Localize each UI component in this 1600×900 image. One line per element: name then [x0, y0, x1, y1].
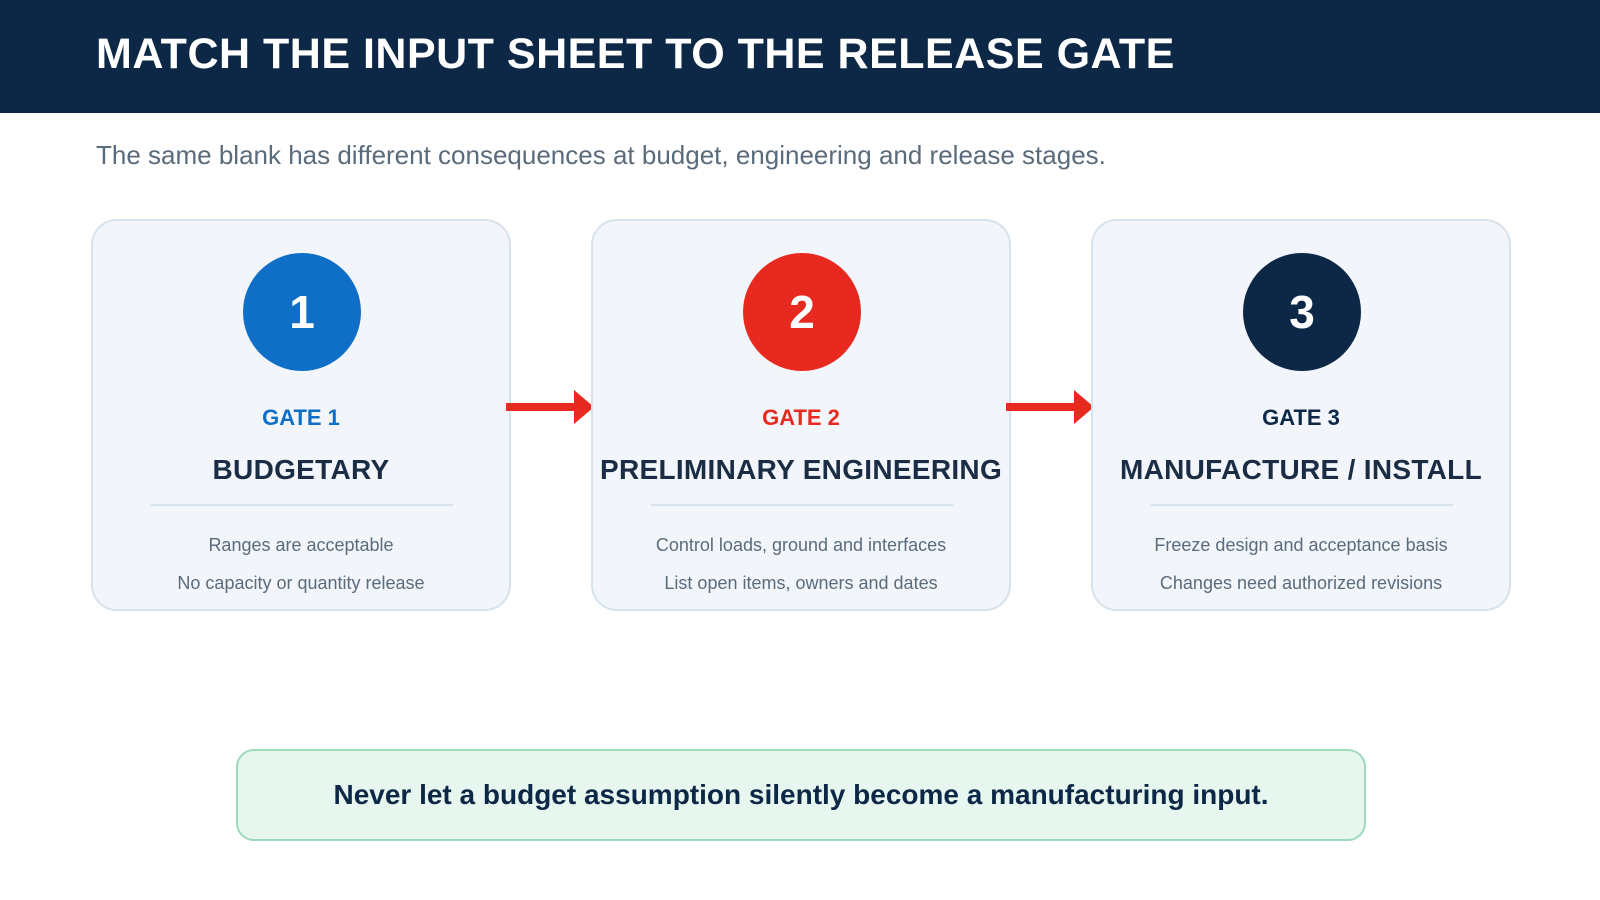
gate-card-2: 2 GATE 2 PRELIMINARY ENGINEERING Control… [591, 219, 1011, 611]
key-message-callout: Never let a budget assumption silently b… [236, 749, 1366, 841]
gate-detail: Changes need authorized revisions [1159, 573, 1443, 593]
stage-name-2: PRELIMINARY ENGINEERING [599, 454, 1003, 485]
gate-number-circle-2: 2 [743, 253, 861, 371]
gate-label-3: GATE 3 [1262, 405, 1340, 430]
flow-arrow-1 [506, 390, 594, 424]
page-subtitle: The same blank has different consequence… [96, 140, 1106, 170]
gate-number-circle-3: 3 [1243, 253, 1361, 371]
stage-name-3: MANUFACTURE / INSTALL [1120, 454, 1482, 485]
gate-detail: Ranges are acceptable [208, 535, 394, 555]
flow-arrow-2 [1006, 390, 1094, 424]
gate-detail: Control loads, ground and interfaces [655, 535, 947, 555]
title-bar: MATCH THE INPUT SHEET TO THE RELEASE GAT… [0, 0, 1600, 113]
gate-label-1: GATE 1 [262, 405, 340, 430]
gate-number-circle-1: 1 [243, 253, 361, 371]
gate-detail: No capacity or quantity release [177, 573, 425, 593]
gate-label-2: GATE 2 [762, 405, 840, 430]
card-divider [1151, 504, 1453, 506]
page-title: MATCH THE INPUT SHEET TO THE RELEASE GAT… [96, 30, 1175, 78]
gate-detail: Freeze design and acceptance basis [1154, 535, 1448, 555]
stage-name-1: BUDGETARY [212, 454, 390, 485]
card-divider [151, 504, 453, 506]
gate-card-3: 3 GATE 3 MANUFACTURE / INSTALL Freeze de… [1091, 219, 1511, 611]
gate-detail: List open items, owners and dates [664, 573, 938, 593]
gate-card-1: 1 GATE 1 BUDGETARY Ranges are acceptable… [91, 219, 511, 611]
card-divider [651, 504, 953, 506]
